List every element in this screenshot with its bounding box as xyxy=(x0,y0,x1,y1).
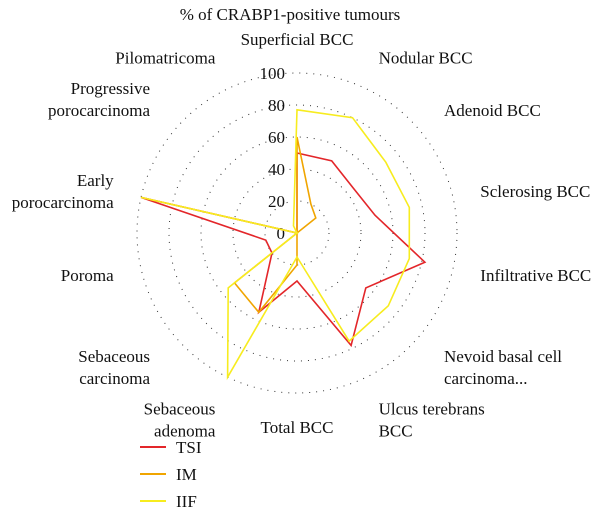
category-label-line: Sclerosing BCC xyxy=(480,182,590,201)
category-label: Adenoid BCC xyxy=(444,101,541,120)
legend-label-iif: IIF xyxy=(176,492,197,511)
category-label-line: Nodular BCC xyxy=(379,49,473,68)
legend-label-tsi: TSI xyxy=(176,438,202,457)
category-label: Nevoid basal cell carcinoma... xyxy=(444,347,562,388)
series-line-tsi xyxy=(140,151,427,348)
r-tick-label: 40 xyxy=(268,160,285,179)
category-label-line: porocarcinoma xyxy=(48,101,150,120)
category-label: Pilomatricoma xyxy=(115,49,216,68)
r-tick-label: 80 xyxy=(268,96,285,115)
category-label-line: BCC xyxy=(379,421,413,440)
category-label: Sebaceous adenoma xyxy=(144,399,216,440)
category-label-line: Superficial BCC xyxy=(241,30,354,49)
grid-ring xyxy=(168,104,426,362)
category-label-line: Nevoid basal cell xyxy=(444,347,562,366)
category-label: Early porocarcinoma xyxy=(12,171,114,212)
legend-label-im: IM xyxy=(176,465,197,484)
category-label: Sclerosing BCC xyxy=(480,182,590,201)
category-label-line: Early xyxy=(77,171,114,190)
category-labels: Superficial BCC Nodular BCC Adenoid BCC Scl… xyxy=(12,30,592,440)
category-label: Nodular BCC xyxy=(379,49,473,68)
r-tick-label: 0 xyxy=(277,224,286,243)
category-label-line: Progressive xyxy=(71,79,150,98)
grid-ring xyxy=(264,200,330,266)
r-tick-label: 60 xyxy=(268,128,285,147)
r-tick-label: 100 xyxy=(260,64,286,83)
legend: TSI IM IIF xyxy=(140,438,202,511)
category-label-line: Adenoid BCC xyxy=(444,101,541,120)
category-label-line: Sebaceous xyxy=(78,347,150,366)
category-label: Progressive porocarcinoma xyxy=(48,79,150,120)
series-line-im xyxy=(140,136,317,314)
category-label-line: Pilomatricoma xyxy=(115,49,216,68)
category-label: Superficial BCC xyxy=(241,30,354,49)
category-label-line: carcinoma... xyxy=(444,369,528,388)
category-label: Infiltrative BCC xyxy=(480,266,591,285)
category-label-line: Sebaceous xyxy=(144,399,216,418)
series-line-iif xyxy=(140,108,411,381)
series-layer xyxy=(140,108,427,381)
radial-tick-labels: 0 20 40 60 80 100 xyxy=(260,64,286,243)
category-label: Sebaceous carcinoma xyxy=(78,347,150,388)
category-label-line: porocarcinoma xyxy=(12,193,114,212)
r-tick-label: 20 xyxy=(268,192,285,211)
category-label-line: carcinoma xyxy=(79,369,150,388)
category-label-line: adenoma xyxy=(154,421,216,440)
grid-ring xyxy=(136,72,458,394)
category-label-line: Poroma xyxy=(61,266,114,285)
chart-title: % of CRABP1-positive tumours xyxy=(180,5,401,24)
category-label: Poroma xyxy=(61,266,114,285)
category-label-line: Infiltrative BCC xyxy=(480,266,591,285)
category-label-line: Total BCC xyxy=(261,418,334,437)
category-label: Total BCC xyxy=(261,418,334,437)
category-label-line: Ulcus terebrans xyxy=(379,399,485,418)
